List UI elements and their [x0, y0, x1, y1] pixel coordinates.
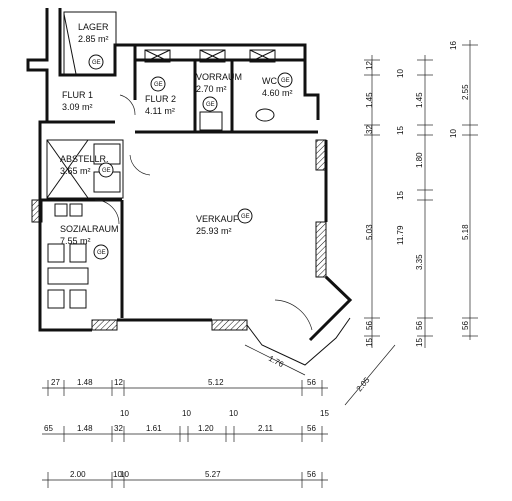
vorraum-area: 2.70 m²	[196, 84, 227, 94]
svg-text:15: 15	[396, 191, 405, 200]
svg-text:2.55: 2.55	[461, 84, 470, 100]
svg-text:1.20: 1.20	[198, 424, 214, 433]
svg-text:56: 56	[415, 321, 424, 330]
dim-row-2: 65 1.48 32 10 1.61 10 1.20 10 2.11 56 15	[42, 409, 329, 442]
ge-marker-lager: GE	[88, 54, 104, 70]
svg-text:15: 15	[365, 338, 374, 347]
svg-text:32: 32	[365, 125, 374, 134]
svg-text:GE: GE	[154, 82, 163, 88]
dim-col-3: 16 2.55 10 5.18 56	[449, 40, 478, 340]
wc-area: 4.60 m²	[262, 88, 293, 98]
dim-row-3: 2.00 10 10 5.27 56	[42, 470, 328, 488]
abstell-name: ABSTELLR.	[60, 154, 109, 164]
svg-text:12: 12	[365, 61, 374, 70]
svg-text:10: 10	[113, 470, 122, 479]
svg-text:1.76: 1.76	[267, 354, 285, 370]
svg-text:GE: GE	[102, 168, 111, 174]
verkauf-area: 25.93 m²	[196, 226, 232, 236]
svg-text:1.45: 1.45	[415, 92, 424, 108]
walls	[26, 8, 353, 366]
svg-text:10: 10	[120, 470, 129, 479]
svg-text:5.12: 5.12	[208, 378, 224, 387]
svg-text:10: 10	[182, 409, 191, 418]
svg-text:32: 32	[114, 424, 123, 433]
room-labels: LAGER 2.85 m² FLUR 1 3.09 m² FLUR 2 4.11…	[60, 22, 293, 246]
abstell-area: 3.65 m²	[60, 166, 91, 176]
sozial-area: 7.55 m²	[60, 236, 91, 246]
dim-col-1: 12 1.45 32 5.03 56 15	[364, 55, 380, 348]
flur1-name: FLUR 1	[62, 90, 93, 100]
ge-markers: GE GE GE GE GE GE GE	[88, 54, 293, 260]
svg-text:1.45: 1.45	[365, 92, 374, 108]
svg-text:GE: GE	[97, 250, 106, 256]
svg-text:10: 10	[396, 69, 405, 78]
ge-marker-wc: GE	[277, 72, 293, 88]
ge-marker-sozial: GE	[93, 244, 109, 260]
svg-text:15: 15	[396, 126, 405, 135]
flur1-area: 3.09 m²	[62, 102, 93, 112]
svg-text:1.48: 1.48	[77, 378, 93, 387]
svg-text:56: 56	[365, 321, 374, 330]
lager-area: 2.85 m²	[78, 34, 109, 44]
svg-text:2.00: 2.00	[70, 470, 86, 479]
svg-text:1.80: 1.80	[415, 152, 424, 168]
ge-marker-verkauf: GE	[237, 208, 253, 224]
dim-col-2: 10 1.45 15 1.80 15 11.79 3.35 56 15	[396, 55, 433, 348]
svg-text:27: 27	[51, 378, 60, 387]
svg-text:10: 10	[229, 409, 238, 418]
svg-text:5.03: 5.03	[365, 224, 374, 240]
svg-text:65: 65	[44, 424, 53, 433]
ge-marker-flur2: GE	[150, 76, 166, 92]
ge-marker-abstell: GE	[98, 162, 114, 178]
flur2-name: FLUR 2	[145, 94, 176, 104]
svg-text:2.05: 2.05	[355, 375, 372, 393]
verkauf-name: VERKAUF	[196, 214, 239, 224]
dim-diagonal: 1.76 2.05	[244, 344, 396, 406]
svg-text:5.18: 5.18	[461, 224, 470, 240]
ge-marker-vorraum: GE	[202, 96, 218, 112]
svg-text:1.61: 1.61	[146, 424, 162, 433]
svg-text:GE: GE	[281, 78, 290, 84]
sozial-name: SOZIALRAUM	[60, 224, 119, 234]
flur2-area: 4.11 m²	[145, 106, 175, 116]
svg-text:GE: GE	[206, 102, 215, 108]
svg-text:3.35: 3.35	[415, 254, 424, 270]
svg-text:15: 15	[320, 409, 329, 418]
svg-text:16: 16	[449, 41, 458, 50]
svg-text:2.11: 2.11	[258, 424, 274, 433]
svg-text:56: 56	[307, 424, 316, 433]
svg-text:5.27: 5.27	[205, 470, 221, 479]
svg-text:56: 56	[307, 378, 316, 387]
svg-text:10: 10	[120, 409, 129, 418]
svg-text:56: 56	[461, 321, 470, 330]
svg-text:10: 10	[449, 129, 458, 138]
svg-text:56: 56	[307, 470, 316, 479]
svg-text:GE: GE	[241, 214, 250, 220]
lager-name: LAGER	[78, 22, 109, 32]
svg-text:1.48: 1.48	[77, 424, 93, 433]
svg-text:12: 12	[114, 378, 123, 387]
svg-text:15: 15	[415, 338, 424, 347]
svg-text:11.79: 11.79	[396, 225, 405, 245]
svg-text:GE: GE	[92, 60, 101, 66]
wc-name: WC	[262, 76, 277, 86]
vorraum-name: VORRAUM	[196, 72, 242, 82]
dim-row-1: 27 1.48 12 5.12 56	[42, 378, 328, 396]
